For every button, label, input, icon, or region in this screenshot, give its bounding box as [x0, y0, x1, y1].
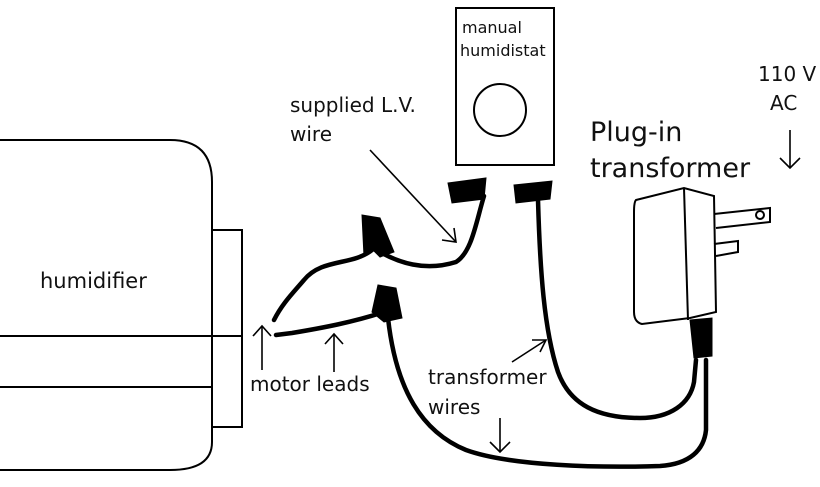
plug-in-transformer: [633, 186, 771, 359]
arrow-transformer-wire-b: [489, 418, 511, 454]
plug-in-transformer-label-line1: Plug-in: [590, 117, 682, 148]
supplied-wire-label-line2: wire: [290, 122, 332, 146]
supplied-wire-label-line1: supplied L.V.: [290, 93, 416, 117]
humidistat-dial: [473, 83, 527, 137]
arrow-motor-lead-lower: [324, 332, 344, 372]
humidistat-terminal-left: [447, 177, 487, 204]
transformer-wire-a: [535, 197, 699, 421]
humidifier-unit: [0, 139, 243, 471]
humidifier-label: humidifier: [40, 269, 147, 293]
motor-lead-lower: [273, 309, 387, 338]
arrow-motor-lead-upper: [252, 324, 272, 370]
arrow-voltage: [779, 130, 801, 170]
humidistat-terminal-right: [513, 180, 553, 204]
transformer-cord-strain-relief: [689, 317, 713, 359]
humidistat-label-line1: manual: [462, 18, 522, 37]
transformer-wire-b: [385, 315, 709, 469]
voltage-label-line1: 110 V: [758, 62, 817, 86]
humidistat-box: [455, 7, 555, 166]
supplied-lv-wire: [377, 193, 487, 269]
plug-in-transformer-label-line2: transformer: [590, 153, 751, 184]
motor-leads-label: motor leads: [250, 372, 370, 396]
motor-lead-upper: [271, 247, 375, 323]
humidistat-label-line2: humidistat: [460, 41, 546, 60]
transformer-wires-label-line1: transformer: [428, 365, 547, 389]
arrow-supplied-wire: [369, 149, 457, 243]
voltage-label-line2: AC: [770, 91, 797, 115]
transformer-wires-label-line2: wires: [428, 395, 480, 419]
arrow-transformer-wire-a: [511, 339, 548, 363]
connector-upper: [361, 214, 395, 258]
